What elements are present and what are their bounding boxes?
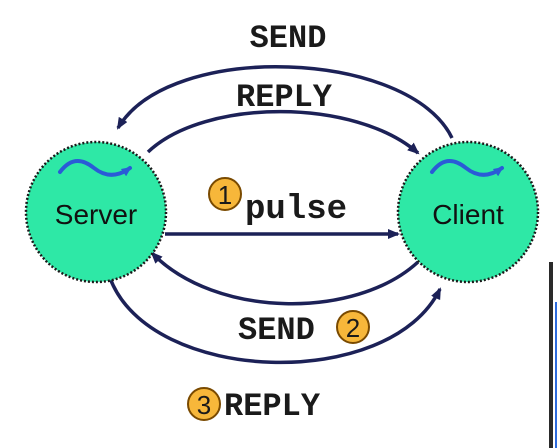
step-badge-3: 3: [187, 387, 221, 421]
window-edge-fragment: [549, 262, 558, 448]
send-bottom-arrow: [150, 251, 420, 306]
send-top-label: SEND: [250, 20, 327, 57]
reply-top-label: REPLY: [236, 79, 333, 116]
step-badge-2-number: 2: [346, 313, 360, 343]
step-badge-1-number: 1: [218, 180, 232, 210]
send-bottom-label: SEND: [238, 312, 315, 349]
server-node: Server: [24, 140, 168, 284]
reply-bottom-arrow: [108, 277, 442, 364]
pulse-label: pulse: [245, 191, 347, 229]
step-badge-1: 1: [208, 177, 242, 211]
client-node: Client: [396, 140, 540, 284]
reply-top-arrow: [146, 109, 420, 155]
server-label: Server: [55, 199, 137, 230]
send-top-arrow: [116, 65, 454, 139]
wave-arrow-icon: [58, 159, 132, 177]
step-badge-2: 2: [336, 310, 370, 344]
reply-bottom-label: REPLY: [224, 388, 321, 425]
client-label: Client: [432, 199, 504, 230]
step-badge-3-number: 3: [197, 390, 211, 420]
wave-arrow-icon: [430, 159, 504, 177]
